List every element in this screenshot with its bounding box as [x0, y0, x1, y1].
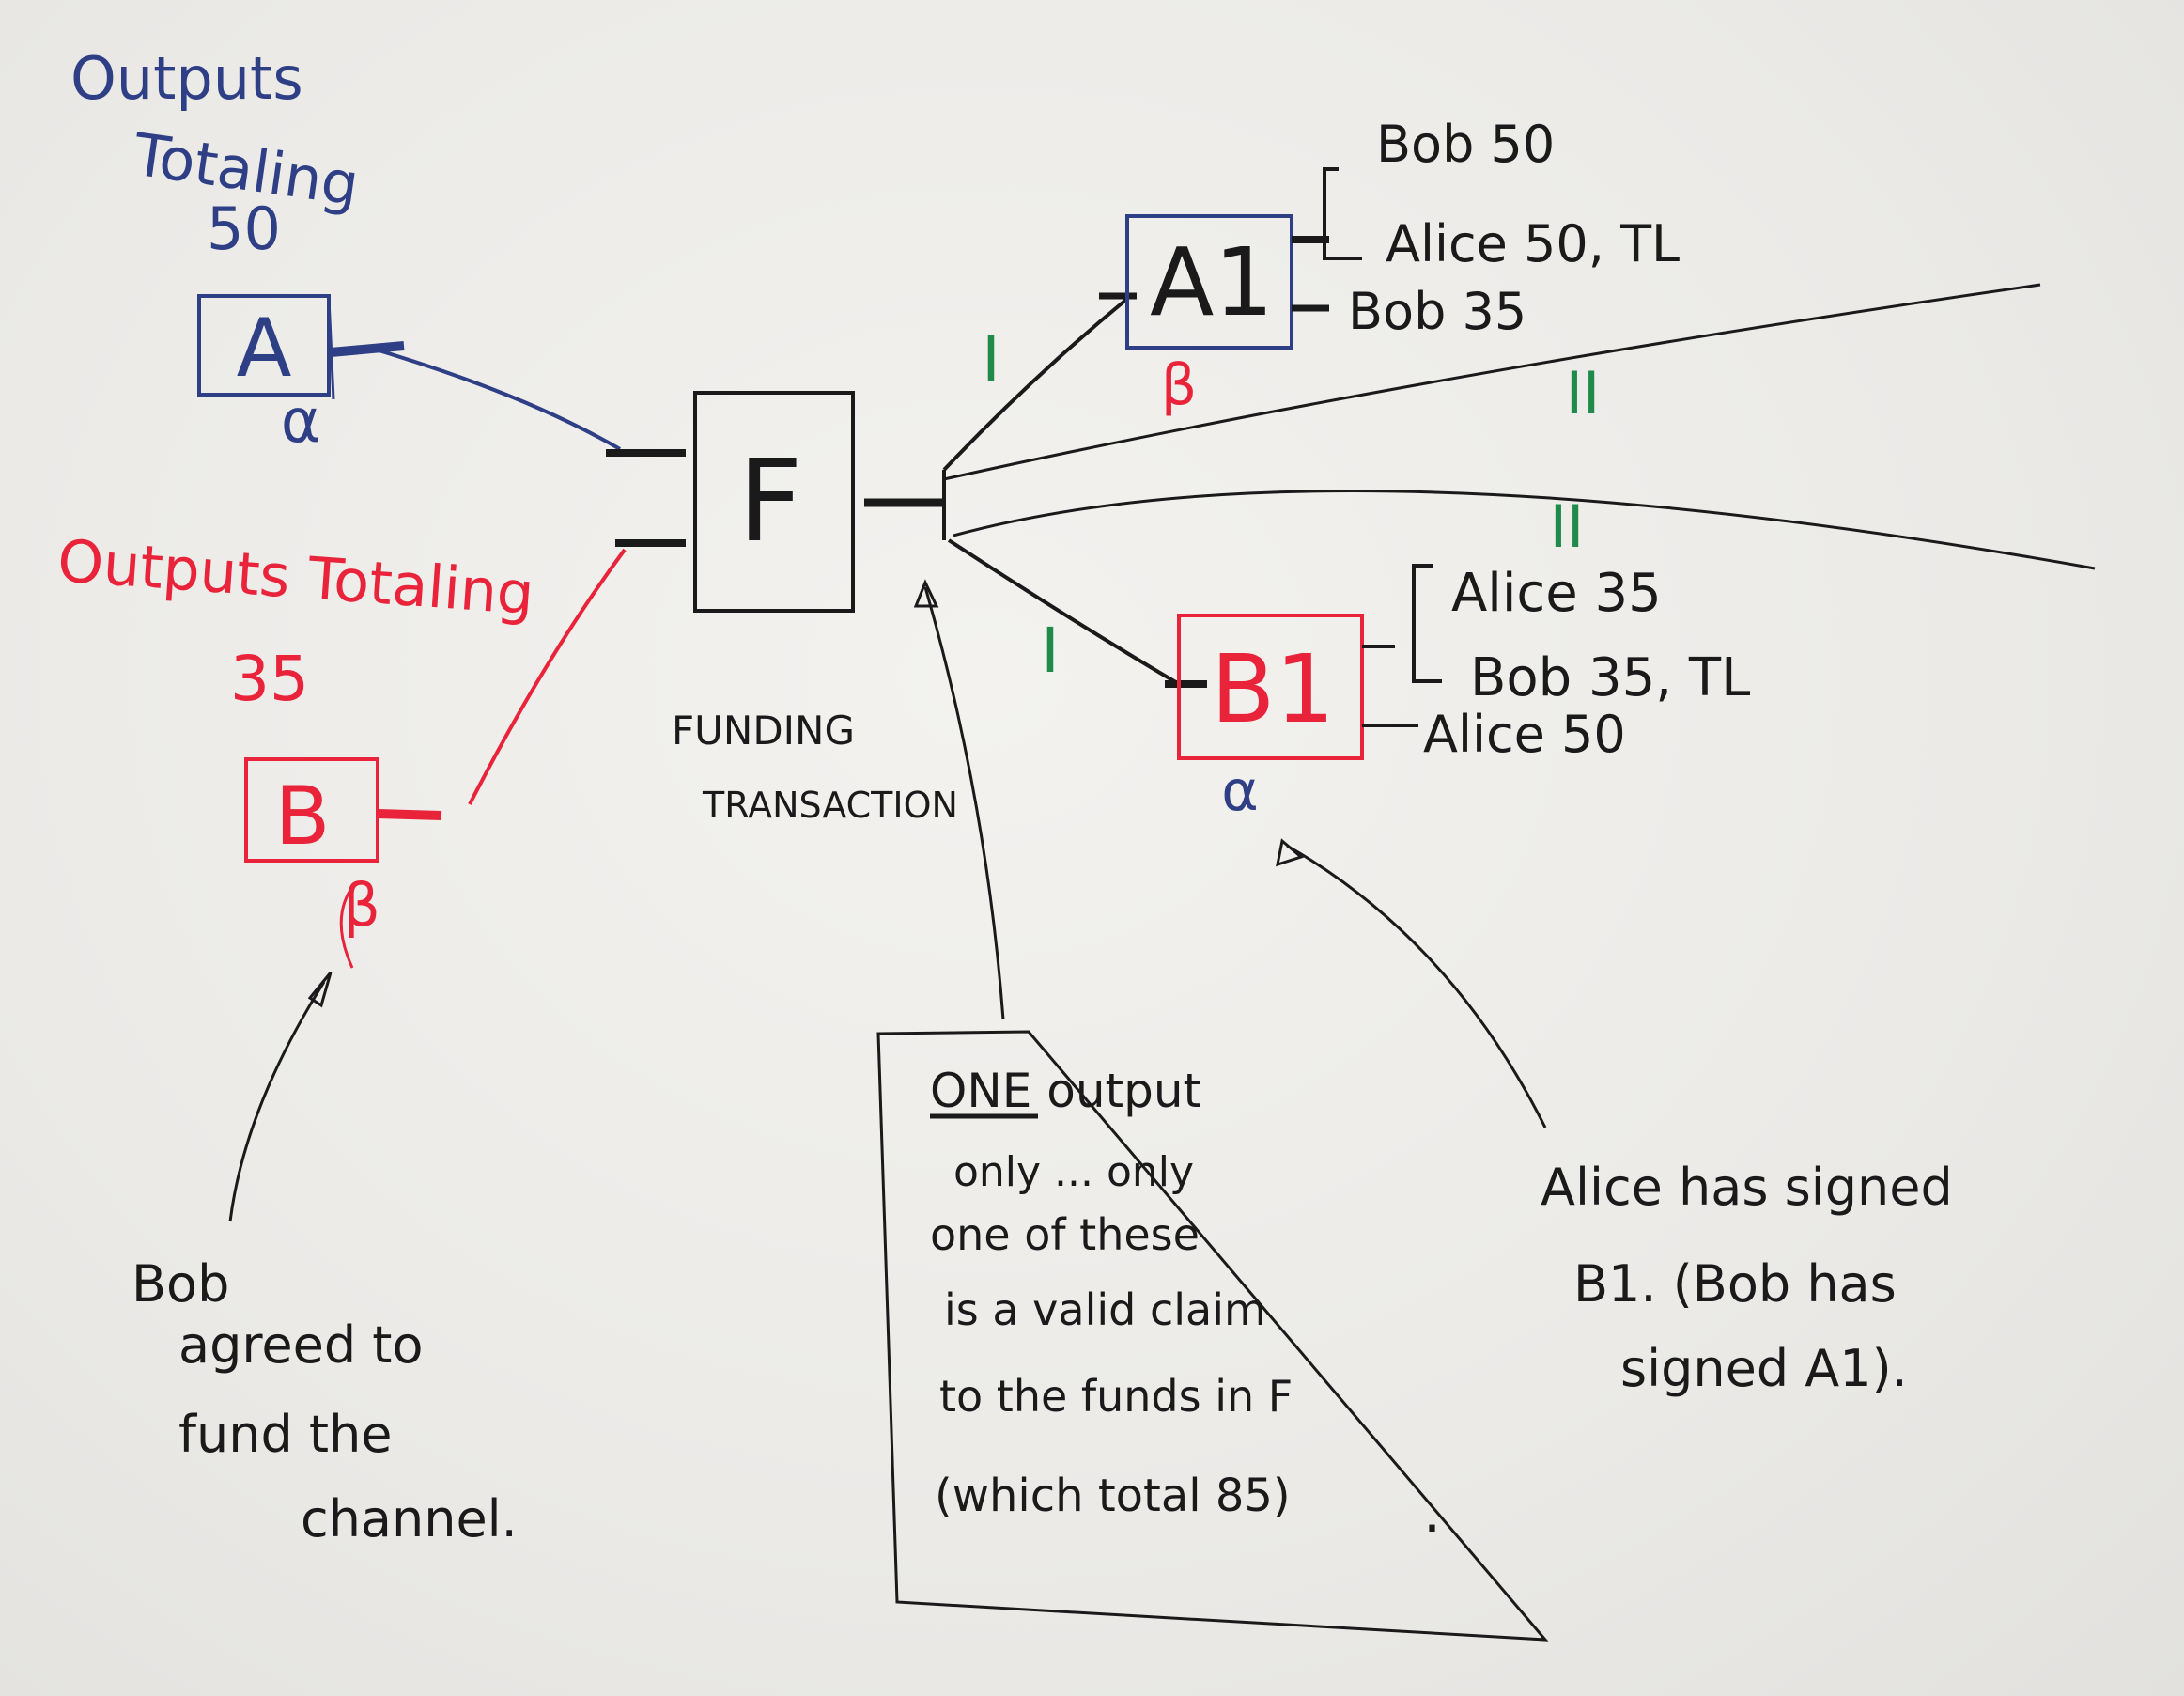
a1-output-2: Alice 50, TL	[1386, 214, 1680, 273]
b1-output-1: Alice 35	[1451, 563, 1662, 624]
a1-output-1: Bob 50	[1376, 115, 1555, 174]
alice-signed-note-line2: B1. (Bob has	[1573, 1254, 1897, 1314]
input-a-stub	[330, 341, 405, 357]
a1-output-bracket	[1323, 167, 1362, 260]
roman-label-lower-ray: II	[1550, 492, 1585, 561]
one-output-note-line2: only ... only	[953, 1148, 1194, 1196]
one-output-arrowhead	[913, 579, 939, 608]
alice-signed-note-group: Alice has signed B1. (Bob has signed A1)…	[1276, 838, 1953, 1398]
ray-upper	[943, 283, 2041, 481]
funding-transaction-group: F FUNDING TRANSACTION	[606, 391, 958, 826]
input-box-b-signature: β	[343, 871, 380, 940]
one-output-note-dot: .	[1423, 1480, 1441, 1546]
one-output-note-line3: one of these	[930, 1209, 1200, 1260]
branch-to-a1	[942, 297, 1129, 472]
one-output-arrow	[923, 586, 1005, 1020]
one-output-note-line6: (which total 85)	[935, 1470, 1291, 1522]
alice-signed-note-line1: Alice has signed	[1541, 1158, 1953, 1217]
alice-inputs-group: Outputs Totaling 50 A α	[70, 44, 622, 457]
bob-note-line1: Bob	[132, 1254, 229, 1314]
bob-note-line2: agreed to	[178, 1315, 423, 1375]
input-box-a-label: A	[237, 302, 292, 396]
input-box-b-label: B	[275, 770, 331, 864]
b1-output-3: Alice 50	[1423, 705, 1626, 764]
one-output-note-line4: is a valid claim	[944, 1284, 1266, 1335]
one-output-note-line1: ONE output	[930, 1064, 1201, 1118]
bob-note-group: Bob agreed to fund the channel.	[132, 972, 518, 1548]
bob-heading-line1: Outputs Totaling	[55, 526, 536, 628]
input-a-connector	[375, 348, 622, 451]
b1-output-2: Bob 35, TL	[1470, 647, 1750, 708]
commitment-a1-group: A1 β Bob 50 Alice 50, TL Bob 35	[1099, 115, 1680, 418]
a1-output-3: Bob 35	[1348, 282, 1526, 341]
input-b-connector	[468, 548, 627, 805]
funding-caption-line1: FUNDING	[672, 708, 855, 754]
input-b-stub	[377, 809, 442, 820]
input-box-b-sig-arc	[339, 882, 357, 969]
commitment-box-b1	[1177, 614, 1364, 760]
funding-box-f	[693, 391, 855, 613]
ray-lower	[953, 490, 2096, 570]
input-box-a-signature: α	[281, 387, 320, 457]
funding-box-f-label: F	[737, 437, 802, 568]
commitment-box-a1-signature: β	[1161, 352, 1197, 418]
alice-signed-arrow	[1286, 844, 1547, 1128]
commitment-box-b1-label: B1	[1211, 634, 1335, 744]
roman-label-a1-branch: I	[982, 323, 999, 396]
roman-label-upper-ray: II	[1566, 359, 1601, 428]
input-box-a	[197, 294, 331, 397]
one-output-note-group: ONE output only ... only one of these is…	[876, 579, 1549, 1642]
commitment-box-b1-signature: α	[1221, 758, 1259, 824]
bob-note-line4: channel.	[301, 1489, 518, 1548]
bob-inputs-group: Outputs Totaling 35 B β	[55, 526, 627, 969]
bob-note-arrowhead	[307, 972, 333, 1008]
alice-heading-line1: Outputs	[70, 44, 303, 113]
branch-to-b1	[947, 538, 1181, 686]
commitment-box-a1-label: A1	[1150, 227, 1274, 337]
funding-caption-line2: TRANSACTION	[702, 785, 958, 826]
commitment-b1-group: B1 α Alice 35 Bob 35, TL Alice 50	[1165, 563, 1750, 824]
one-output-note-frame	[876, 1030, 1549, 1642]
alice-signed-arrowhead	[1276, 838, 1305, 867]
bob-note-arrow	[228, 981, 326, 1222]
commitment-box-a1	[1125, 214, 1293, 350]
branches-group: I I II II	[942, 283, 2096, 687]
alice-signed-note-line3: signed A1).	[1620, 1339, 1908, 1398]
alice-heading-line3: 50	[207, 194, 281, 263]
input-box-b	[244, 757, 379, 863]
bob-heading-line2: 35	[230, 643, 309, 715]
bob-note-line3: fund the	[178, 1405, 393, 1464]
one-output-note-line5: to the funds in F	[939, 1371, 1293, 1422]
b1-output-bracket	[1412, 564, 1442, 683]
roman-label-b1-branch: I	[1041, 615, 1059, 687]
